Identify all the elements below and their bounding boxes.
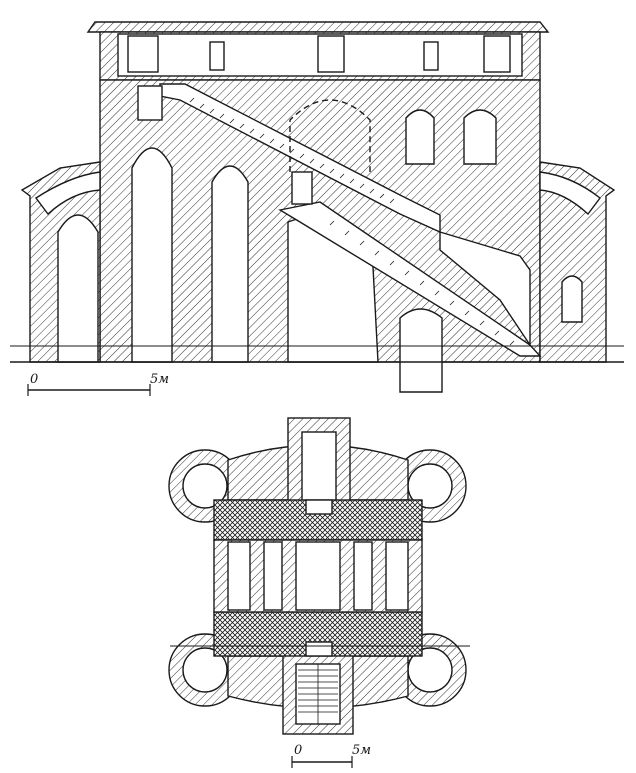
plan-stair-steps	[298, 664, 338, 724]
lower-stair-flight	[278, 201, 542, 357]
section-scale-bar: 0 5м	[27, 372, 169, 396]
bay-1	[227, 541, 251, 611]
section-roof	[86, 21, 550, 33]
plan-scale-bar: 0 5м	[291, 743, 371, 768]
floor-plan	[168, 417, 470, 735]
upper-window-1	[127, 35, 159, 73]
left-arch-2	[131, 147, 173, 363]
upper-window-3	[317, 35, 345, 73]
section-scale-end-label: 5м	[150, 372, 169, 387]
left-arch-3	[211, 165, 249, 363]
right-window-2	[463, 109, 497, 165]
bay-5	[385, 541, 409, 611]
left-wing-vault	[34, 171, 101, 216]
left-arch-1	[57, 214, 99, 363]
plan-scale-zero-label: 0	[294, 743, 302, 758]
bay-2	[263, 541, 283, 611]
tower-top-left-inner	[182, 463, 228, 509]
right-wing-window	[561, 275, 583, 323]
upper-window-2	[209, 41, 225, 71]
lower-arch	[399, 308, 443, 393]
upper-window-4	[423, 41, 439, 71]
bay-3	[295, 541, 341, 611]
tower-bottom-left-inner	[182, 647, 228, 693]
upper-window-5	[483, 35, 511, 73]
bay-4	[353, 541, 373, 611]
stair-steps	[189, 97, 515, 346]
north-opening	[305, 499, 333, 515]
landing-door	[291, 171, 313, 205]
right-wing-vault	[539, 171, 601, 216]
top-projection-room	[301, 431, 337, 509]
right-window-1	[405, 109, 435, 165]
building-section	[10, 21, 624, 393]
section-scale-zero-label: 0	[30, 372, 38, 387]
landing	[439, 231, 531, 348]
south-opening	[305, 641, 333, 657]
stair-door	[137, 85, 163, 121]
plan-scale-end-label: 5м	[352, 743, 371, 758]
